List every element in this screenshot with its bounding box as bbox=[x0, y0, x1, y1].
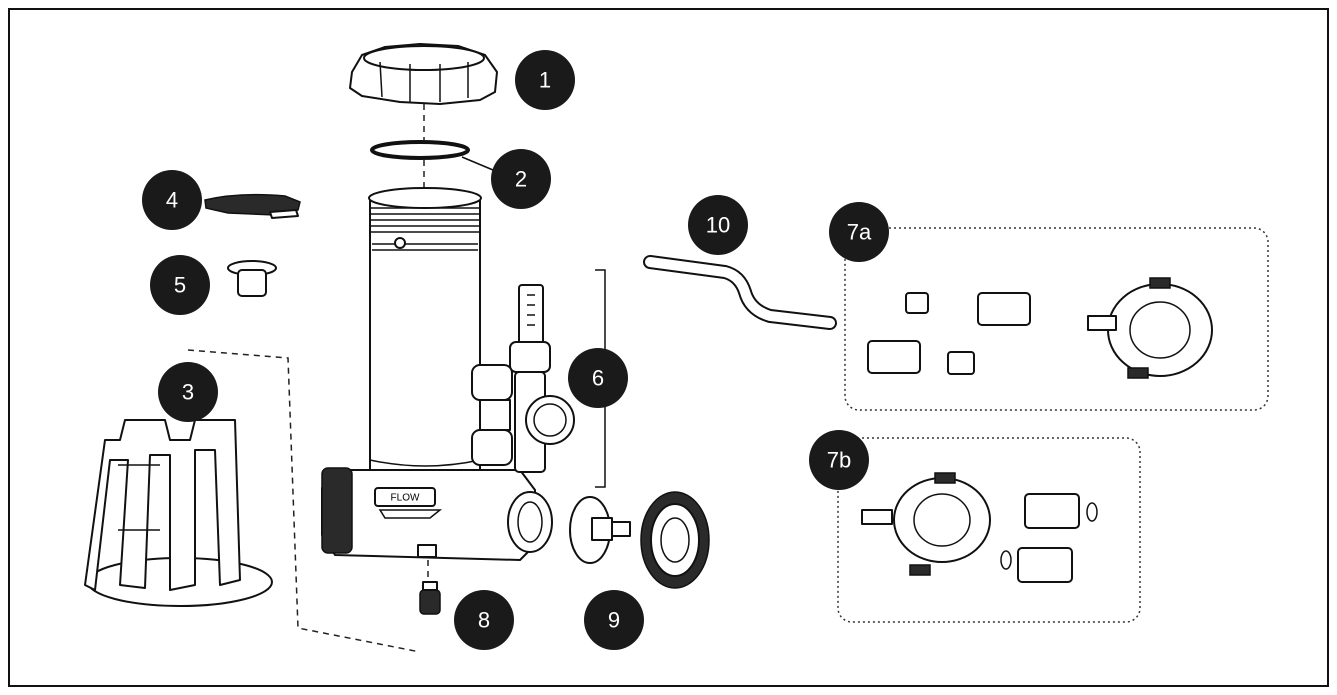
svg-text:5: 5 bbox=[174, 273, 186, 298]
part-cap bbox=[349, 43, 498, 105]
svg-text:9: 9 bbox=[608, 608, 620, 633]
part-o-ring bbox=[370, 140, 494, 171]
stand-leader-line bbox=[187, 349, 421, 653]
callout-badge-4: 4 bbox=[142, 170, 202, 230]
part-filter-plate bbox=[204, 193, 301, 219]
callout-badge-1: 1 bbox=[515, 50, 575, 110]
svg-text:6: 6 bbox=[592, 366, 604, 391]
callout-badge-8: 8 bbox=[454, 590, 514, 650]
kit-7b-group bbox=[837, 437, 1141, 623]
part-union-fitting bbox=[569, 491, 710, 589]
part-canister bbox=[368, 187, 482, 476]
svg-text:3: 3 bbox=[182, 380, 194, 405]
part-tee-body: FLOW bbox=[321, 467, 553, 561]
callout-badge-2: 2 bbox=[491, 149, 551, 209]
part-small-plug bbox=[227, 260, 277, 297]
callout-badge-7b: 7b bbox=[809, 430, 869, 490]
flow-label: FLOW bbox=[391, 493, 420, 504]
part-stand bbox=[84, 419, 273, 607]
callout-badge-9: 9 bbox=[584, 590, 644, 650]
part-drain-plug bbox=[419, 560, 441, 615]
svg-text:1: 1 bbox=[539, 68, 551, 93]
svg-text:4: 4 bbox=[166, 188, 178, 213]
svg-text:2: 2 bbox=[515, 167, 527, 192]
kit-7a-group bbox=[844, 227, 1269, 411]
callout-badge-6: 6 bbox=[568, 348, 628, 408]
svg-text:8: 8 bbox=[478, 608, 490, 633]
part-flow-valve-assembly bbox=[471, 269, 606, 488]
callout-badge-10: 10 bbox=[688, 195, 748, 255]
callout-badge-5: 5 bbox=[150, 255, 210, 315]
svg-text:7a: 7a bbox=[847, 220, 872, 245]
svg-text:7b: 7b bbox=[827, 448, 851, 473]
callout-badge-3: 3 bbox=[158, 362, 218, 422]
callout-badge-7a: 7a bbox=[829, 202, 889, 262]
svg-text:10: 10 bbox=[706, 213, 730, 238]
